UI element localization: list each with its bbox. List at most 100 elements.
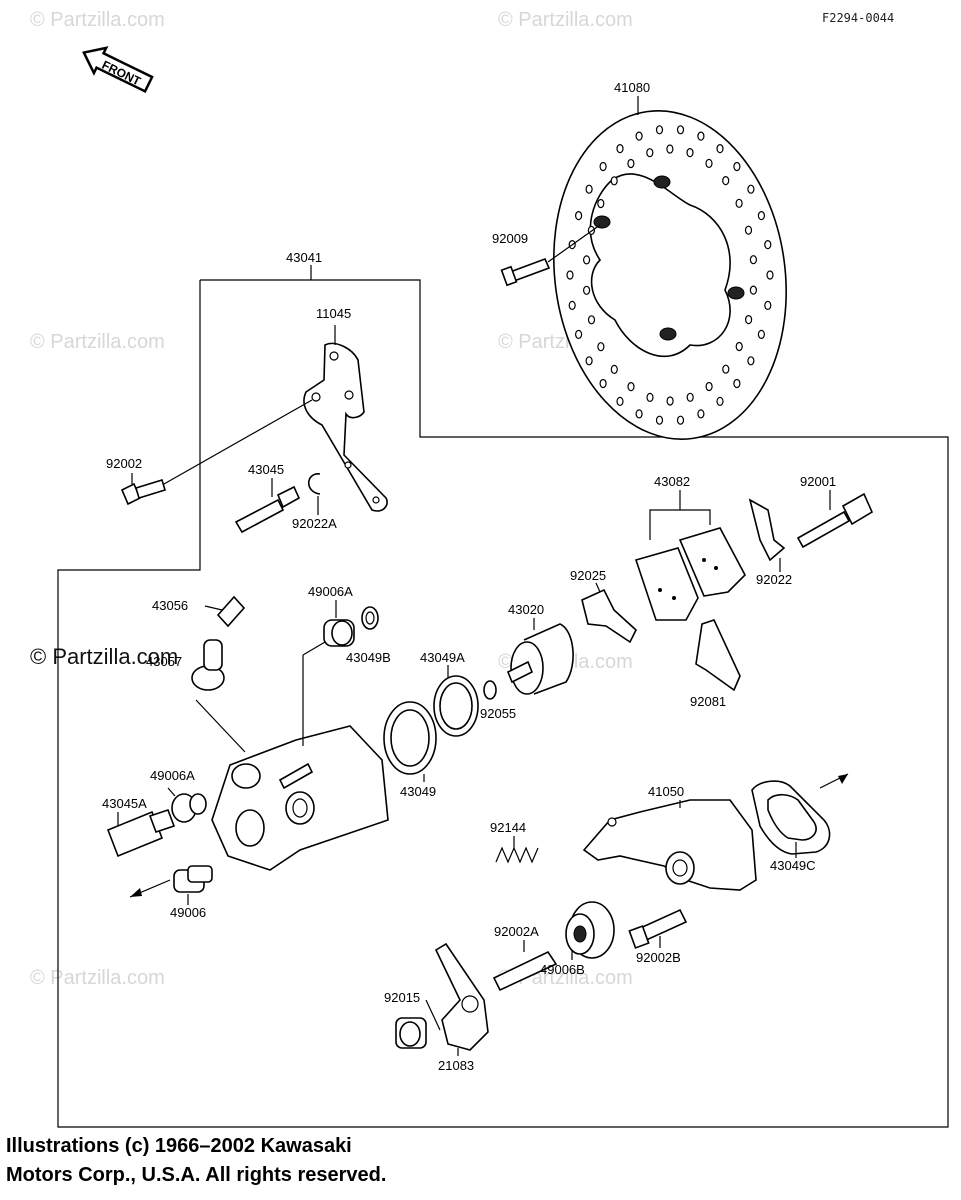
disc-vent-hole: [697, 131, 705, 141]
part-label: 92144: [490, 820, 526, 835]
part-label: 41080: [614, 80, 650, 95]
boot-49006A-mid: [167, 787, 207, 823]
disc-vent-hole: [757, 329, 766, 339]
direction-arrow-icon: [819, 773, 849, 789]
watermark: © Partzilla.com: [498, 9, 633, 31]
disc-vent-hole: [587, 315, 596, 325]
copyright-line-1: Illustrations (c) 1966–2002 Kawasaki: [6, 1135, 352, 1157]
watermark-layer: © Partzilla.com © Partzilla.com © Partzi…: [30, 9, 633, 989]
part-label: 92022: [756, 572, 792, 587]
piston-43020: [506, 618, 574, 695]
disc-vent-hole: [597, 198, 605, 209]
watermark: © Partzilla.com: [30, 9, 165, 31]
caliper-body: [195, 641, 389, 871]
part-label: 43041: [286, 250, 322, 265]
disc-vent-hole: [764, 300, 772, 310]
disc-vent-hole: [722, 176, 730, 186]
disc-vent-hole: [733, 378, 741, 389]
part-label: 43049A: [420, 650, 465, 665]
disc-vent-hole: [686, 148, 694, 158]
part-label: 49006B: [540, 962, 585, 977]
disc-vent-hole: [716, 144, 724, 154]
disc-vent-hole: [666, 396, 674, 406]
part-label: 92022A: [292, 516, 337, 531]
disc-vent-hole: [766, 270, 774, 280]
disc-vent-hole: [610, 176, 618, 186]
bolt-49006: [173, 865, 213, 905]
part-label: 43045: [248, 462, 284, 477]
disc-vent-hole: [610, 364, 618, 374]
disc-vent-hole: [582, 255, 591, 265]
clip-92022: [748, 498, 786, 572]
part-label: 92002A: [494, 924, 539, 939]
disc-bolt-92009: [500, 224, 601, 287]
brake-disc: [553, 110, 787, 440]
disc-vent-hole: [716, 396, 724, 406]
part-label: 92001: [800, 474, 836, 489]
part-label: 41050: [648, 784, 684, 799]
disc-vent-hole: [646, 392, 654, 402]
disc-vent-hole: [735, 198, 743, 208]
disc-vent-hole: [676, 415, 685, 425]
disc-vent-hole: [627, 382, 635, 392]
front-arrow-icon: FRONT: [82, 46, 154, 94]
disc-vent-hole: [747, 184, 755, 194]
disc-vent-hole: [744, 315, 753, 325]
nut-92015: [395, 999, 441, 1049]
disc-vent-hole: [568, 300, 576, 310]
bolt-92002: [120, 399, 313, 506]
clip-92022A: [307, 473, 321, 515]
spring-92025: [581, 582, 637, 644]
disc-vent-hole: [655, 125, 664, 135]
diagram-svg: © Partzilla.com © Partzilla.com © Partzi…: [30, 9, 949, 1128]
part-label: 92025: [570, 568, 606, 583]
part-label: 49006A: [150, 768, 195, 783]
disc-vent-hole: [599, 161, 607, 172]
part-label: 43049C: [770, 858, 816, 873]
ring-92055: [483, 680, 497, 700]
pin-92001: [796, 490, 874, 549]
part-label: 92002: [106, 456, 142, 471]
boot-49006A-top: [323, 600, 355, 647]
disc-vent-hole: [764, 240, 772, 250]
disc-vent-hole: [585, 356, 593, 366]
disc-vent-hole: [735, 341, 743, 352]
copyright-line-2: Motors Corp., U.S.A. All rights reserved…: [6, 1164, 387, 1186]
part-label: 43049B: [346, 650, 391, 665]
part-label: 43045A: [102, 796, 147, 811]
seal-43049: [383, 701, 437, 782]
bolt-92002B: [628, 908, 688, 949]
disc-vent-hole: [574, 329, 583, 339]
part-label: 92081: [690, 694, 726, 709]
part-label: 92009: [492, 231, 528, 246]
disc-vent-hole: [599, 378, 607, 389]
disc-vent-hole: [686, 392, 694, 402]
disc-vent-hole: [666, 144, 674, 154]
diagram-code: F2294-0044: [822, 11, 894, 25]
disc-vent-hole: [705, 381, 713, 392]
part-label: 92015: [384, 990, 420, 1005]
part-label: 21083: [438, 1058, 474, 1073]
disc-vent-hole: [749, 255, 758, 265]
disc-vent-hole: [722, 364, 730, 374]
disc-vent-hole: [597, 342, 605, 352]
pin-43045A: [106, 808, 176, 858]
stud-92002A: [492, 940, 558, 992]
disc-vent-hole: [646, 148, 654, 158]
roller-49006B: [565, 901, 615, 960]
watermark: © Partzilla.com: [30, 967, 165, 989]
disc-vent-hole: [582, 285, 591, 295]
direction-arrow-icon: [129, 879, 171, 898]
pin-43045: [234, 478, 301, 534]
disc-vent-hole: [705, 158, 713, 168]
disc-vent-hole: [585, 184, 593, 194]
part-label: 43049: [400, 784, 436, 799]
disc-vent-hole: [635, 409, 643, 419]
disc-vent-hole: [757, 211, 766, 221]
watermark: © Partzilla.com: [30, 331, 165, 353]
guide-92081: [695, 619, 741, 692]
spring-92144: [495, 836, 539, 864]
bracket-11045: [303, 325, 388, 512]
pads-43082: [634, 490, 746, 621]
